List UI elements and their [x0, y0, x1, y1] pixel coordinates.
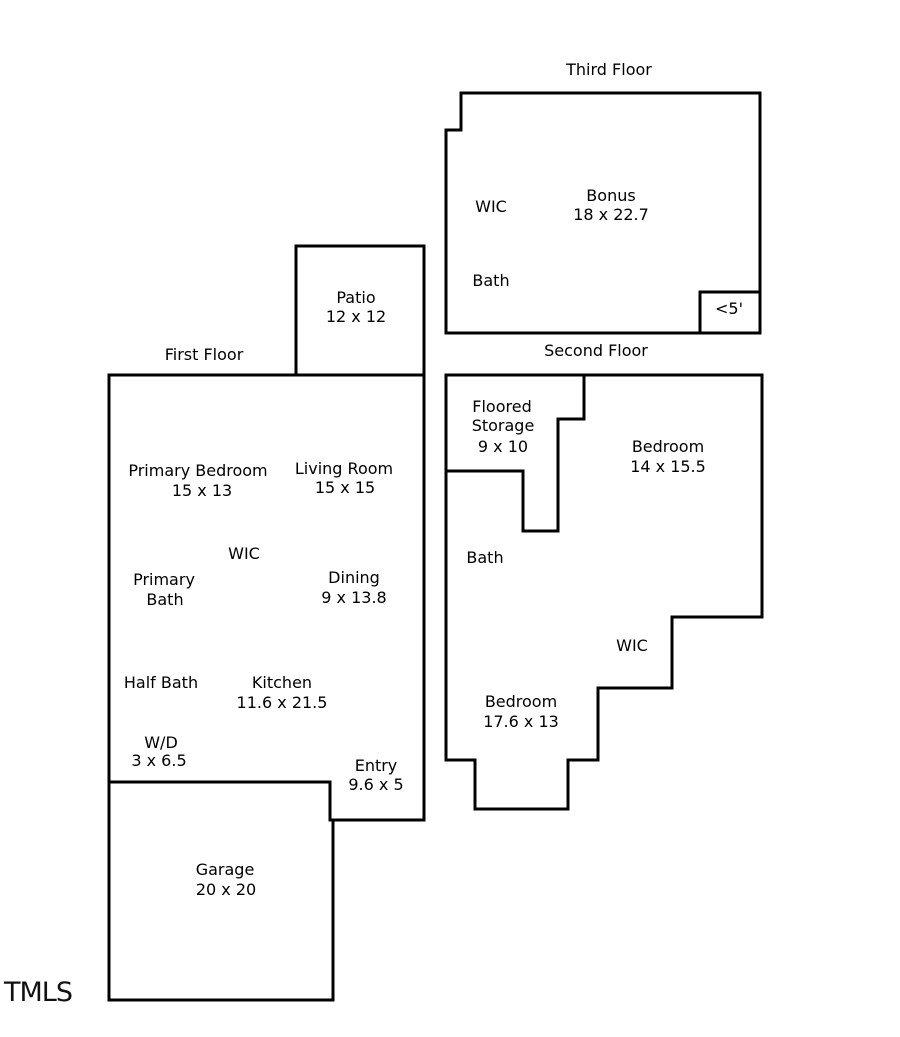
bedroom-1-dimensions: 14 x 15.5	[630, 457, 706, 476]
kitchen-name: Kitchen	[252, 673, 312, 692]
patio-dimensions: 12 x 12	[326, 307, 386, 326]
garage-name: Garage	[196, 860, 255, 879]
storage-line2: Storage	[472, 416, 535, 435]
garage-outline	[107, 782, 335, 1002]
primary-bedroom-name: Primary Bedroom	[128, 461, 267, 480]
second-floor: Second Floor Floored Storage 9 x 10 Bedr…	[444, 341, 764, 811]
dining-dimensions: 9 x 13.8	[321, 588, 386, 607]
third-floor-outline	[444, 91, 762, 335]
primary-bedroom-dimensions: 15 x 13	[172, 481, 232, 500]
third-floor-title: Third Floor	[565, 60, 652, 79]
primary-bath-line1: Primary	[133, 570, 195, 589]
first-floor: First Floor Patio 12 x 12 Primary Bedroo…	[107, 244, 426, 1002]
second-wic-label: WIC	[616, 636, 648, 655]
bonus-room-dimensions: 18 x 22.7	[573, 205, 649, 224]
first-wic-label: WIC	[228, 544, 260, 563]
second-floor-outline	[444, 373, 764, 811]
half-bath-label: Half Bath	[124, 673, 198, 692]
low-ceiling-box	[698, 290, 760, 333]
storage-line1: Floored	[472, 397, 531, 416]
mls-watermark: TMLS	[3, 977, 72, 1008]
second-bath-label: Bath	[466, 548, 503, 567]
dining-name: Dining	[328, 568, 380, 587]
bonus-room-name: Bonus	[586, 186, 635, 205]
storage-dimensions: 9 x 10	[478, 437, 528, 456]
entry-dimensions: 9.6 x 5	[348, 775, 403, 794]
patio-outline	[294, 244, 426, 375]
low-ceiling-label: <5'	[715, 299, 743, 318]
wd-dimensions: 3 x 6.5	[131, 751, 186, 770]
garage-dimensions: 20 x 20	[196, 880, 256, 899]
bedroom-1-name: Bedroom	[632, 437, 704, 456]
wd-name: W/D	[144, 733, 178, 752]
second-floor-title: Second Floor	[544, 341, 648, 360]
patio-name: Patio	[336, 288, 375, 307]
entry-name: Entry	[355, 756, 398, 775]
primary-bath-line2: Bath	[146, 590, 183, 609]
living-room-name: Living Room	[295, 459, 393, 478]
first-floor-title: First Floor	[165, 345, 244, 364]
bedroom-2-name: Bedroom	[485, 692, 557, 711]
living-room-dimensions: 15 x 15	[315, 478, 375, 497]
third-wic-label: WIC	[475, 197, 507, 216]
third-bath-label: Bath	[472, 271, 509, 290]
bedroom-2-dimensions: 17.6 x 13	[483, 712, 559, 731]
storage-walls	[446, 375, 586, 533]
third-floor: Third Floor WIC Bonus 18 x 22.7 Bath <5'	[444, 60, 762, 335]
kitchen-dimensions: 11.6 x 21.5	[237, 693, 328, 712]
